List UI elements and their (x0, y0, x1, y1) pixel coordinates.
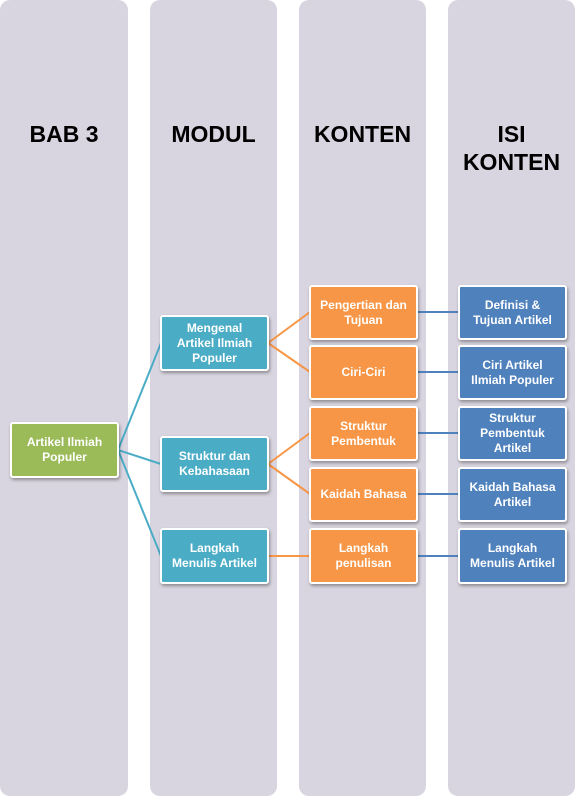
column-bab: BAB 3 (0, 0, 128, 796)
column-heading-isi-konten: ISI KONTEN (462, 121, 561, 175)
node-isi-konten-1: Definisi & Tujuan Artikel (458, 285, 567, 340)
node-root: Artikel Ilmiah Populer (10, 422, 119, 478)
column-modul: MODUL (150, 0, 277, 796)
node-modul-1: Mengenal Artikel Ilmiah Populer (160, 315, 269, 371)
node-isi-konten-4: Kaidah Bahasa Artikel (458, 467, 567, 522)
connector-modul1-konten2 (267, 342, 311, 373)
node-modul-2: Struktur dan Kebahasaan (160, 436, 269, 492)
node-isi-konten-2: Ciri Artikel Ilmiah Populer (458, 345, 567, 400)
column-heading-modul: MODUL (171, 121, 256, 147)
connector-root-modul-2 (117, 449, 162, 465)
column-heading-bab: BAB 3 (29, 121, 99, 147)
connector-modul2-konten3 (267, 432, 311, 465)
node-modul-3: Langkah Menulis Artikel (160, 528, 269, 584)
connector-root-modul-1 (117, 342, 162, 451)
connector-modul2-konten4 (267, 463, 311, 495)
column-heading-konten: KONTEN (313, 121, 412, 147)
node-konten-3: Struktur Pembentuk (309, 406, 418, 461)
node-konten-1: Pengertian dan Tujuan (309, 285, 418, 340)
node-konten-4: Kaidah Bahasa (309, 467, 418, 522)
node-isi-konten-5: Langkah Menulis Artikel (458, 528, 567, 584)
connector-root-modul-3 (117, 449, 162, 557)
node-konten-2: Ciri-Ciri (309, 345, 418, 400)
node-konten-5: Langkah penulisan (309, 528, 418, 584)
connector-modul1-konten1 (267, 311, 311, 344)
node-isi-konten-3: Struktur Pembentuk Artikel (458, 406, 567, 461)
